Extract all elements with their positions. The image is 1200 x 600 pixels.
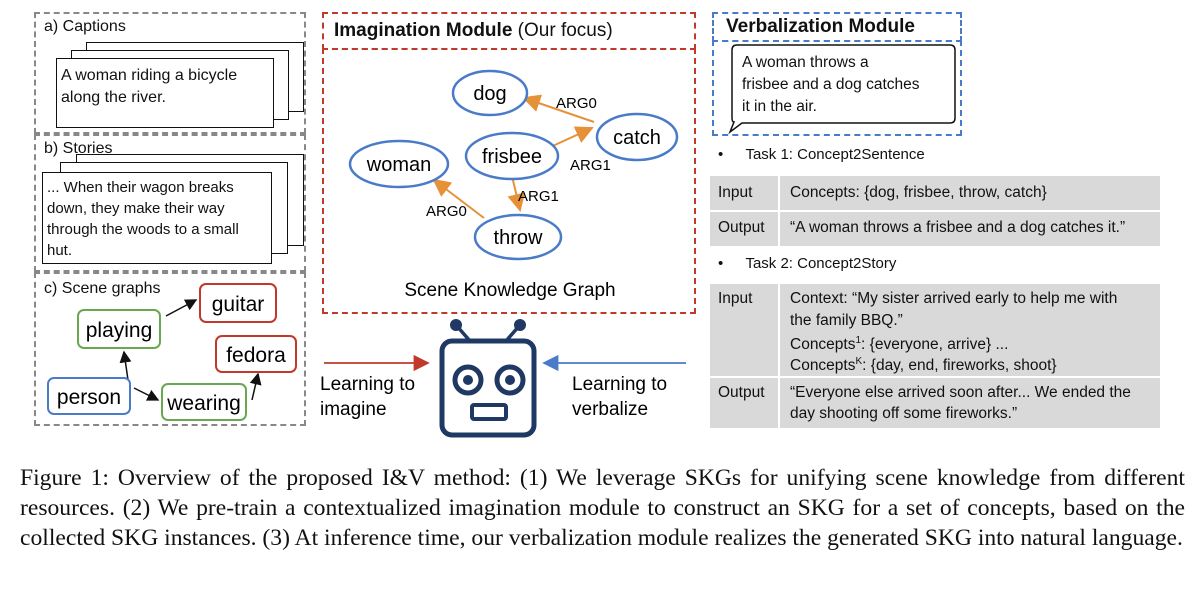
figure-caption: Figure 1: Overview of the proposed I&V m… — [20, 465, 1185, 551]
imagination-module-title: Imagination Module (Our focus) — [334, 20, 613, 42]
edge-frisbee-throw-label: ARG1 — [518, 188, 559, 205]
concepts1-rest: : {everyone, arrive} ... — [861, 336, 1009, 354]
caption-text-line-1: A woman riding a bicycle — [61, 67, 238, 84]
scene-knowledge-graph-label: Scene Knowledge Graph — [404, 280, 615, 301]
robot-icon — [439, 319, 537, 438]
node-guitar-label: guitar — [212, 293, 265, 316]
task2-context-line-1: Context: “My sister arrived early to hel… — [790, 290, 1118, 307]
task2-table: Input Context: “My sister arrived early … — [710, 284, 1160, 428]
concepts1-prefix: Concepts — [790, 336, 856, 354]
verbalization-module-title: Verbalization Module — [726, 16, 915, 37]
speech-line-2: frisbee and a dog catches — [742, 76, 920, 93]
node-guitar — [199, 283, 277, 323]
conceptsk-prefix: Concepts — [790, 357, 856, 375]
task1-input-value: Concepts: {dog, frisbee, throw, catch} — [790, 184, 1047, 201]
imagination-module-title-rest: (Our focus) — [512, 20, 613, 41]
task1-bullet: • — [718, 146, 724, 163]
node-wearing-label: wearing — [166, 392, 241, 415]
node-woman-label: woman — [366, 154, 431, 176]
node-catch-label: catch — [613, 127, 661, 149]
node-fedora-label: fedora — [226, 344, 286, 367]
task1-output-value: “A woman throws a frisbee and a dog catc… — [790, 219, 1126, 236]
node-dog-label: dog — [473, 83, 506, 105]
edge-wearing-fedora — [249, 372, 262, 401]
caption-paper-front: A woman riding a bicycle along the river… — [56, 58, 274, 128]
captions-panel: a) Captions A woman riding a bicycle alo… — [34, 12, 306, 134]
node-fedora — [215, 335, 297, 373]
story-text-line-2: down, they make their way — [47, 200, 225, 217]
story-text-line-4: hut. — [47, 242, 73, 259]
node-dog — [451, 69, 529, 117]
edge-person-wearing — [133, 387, 160, 401]
node-frisbee — [464, 131, 560, 181]
captions-panel-label: a) Captions — [44, 18, 126, 35]
imagination-module-panel: ARG0 ARG1 ARG1 ARG0 dog catch frisbee wo… — [322, 48, 696, 314]
task2-title: Task 2: Concept2Story — [745, 255, 897, 272]
task1-table: Input Concepts: {dog, frisbee, throw, ca… — [710, 176, 1160, 246]
task2-context-line-2: the family BBQ.” — [790, 312, 903, 329]
scene-graphs-panel: c) Scene graphs guitar playing fedora pe… — [34, 272, 306, 426]
concepts1-sup: 1 — [855, 335, 862, 346]
verbalize-label-line-1: Learning to — [572, 374, 667, 395]
node-playing-label: playing — [86, 319, 153, 342]
task2-output-line-1: “Everyone else arrived soon after... We … — [790, 384, 1131, 401]
verbalize-label-line-2: verbalize — [572, 399, 648, 420]
node-throw — [473, 213, 563, 261]
speech-bubble — [728, 44, 956, 134]
speech-line-1: A woman throws a — [742, 54, 869, 71]
imagination-module-title-box: Imagination Module (Our focus) — [322, 12, 696, 50]
node-person-label: person — [57, 386, 121, 409]
task2-output-label: Output — [718, 384, 765, 401]
edge-throw-woman-label: ARG0 — [426, 203, 467, 220]
edge-frisbee-throw — [507, 175, 526, 212]
imagine-label-line-1: Learning to — [320, 374, 415, 395]
scene-graph-diagram: guitar playing fedora person wearing — [47, 283, 297, 421]
story-text-line-1: ... When their wagon breaks — [47, 179, 234, 196]
conceptsk-sup: K — [855, 356, 863, 367]
node-wearing — [161, 383, 247, 421]
node-playing — [77, 309, 161, 349]
speech-bubble-text: A woman throws a frisbee and a dog catch… — [742, 52, 920, 118]
node-throw-label: throw — [494, 227, 543, 249]
task1-heading: • Task 1: Concept2Sentence — [718, 146, 925, 163]
task2-heading: • Task 2: Concept2Story — [718, 255, 896, 272]
edge-throw-woman — [432, 178, 485, 219]
task1-output-label: Output — [718, 219, 765, 236]
verbalization-module-title-box: Verbalization Module — [712, 12, 962, 42]
task2-concepts-last: ConceptsK: {day, end, fireworks, shoot} — [790, 351, 1057, 377]
stories-panel: b) Stories ... When their wagon breaks d… — [34, 134, 306, 272]
verbalization-module-panel: A woman throws a frisbee and a dog catch… — [712, 40, 962, 136]
stories-panel-label: b) Stories — [44, 140, 113, 157]
caption-text-line-2: along the river. — [61, 89, 166, 106]
task2-concepts-first: Concepts1: {everyone, arrive} ... — [790, 330, 1008, 356]
conceptsk-rest: : {day, end, fireworks, shoot} — [862, 357, 1057, 375]
node-catch — [595, 112, 679, 162]
edge-frisbee-catch-label: ARG1 — [570, 157, 611, 174]
edge-catch-dog — [522, 94, 595, 123]
task2-input-label: Input — [718, 290, 753, 307]
node-frisbee-label: frisbee — [482, 146, 542, 168]
scene-knowledge-graph: ARG0 ARG1 ARG1 ARG0 dog catch frisbee wo… — [348, 69, 679, 301]
task1-input-label: Input — [718, 184, 753, 201]
edge-person-playing — [119, 350, 132, 381]
edge-playing-guitar — [165, 299, 198, 317]
node-woman — [348, 139, 450, 189]
scene-graphs-panel-label: c) Scene graphs — [44, 280, 161, 297]
story-paper-front: ... When their wagon breaks down, they m… — [42, 172, 272, 264]
imagine-label-line-2: imagine — [320, 399, 387, 420]
node-person — [47, 377, 131, 415]
imagination-module-title-bold: Imagination Module — [334, 20, 513, 41]
task2-bullet: • — [718, 255, 724, 272]
speech-line-3: it in the air. — [742, 98, 817, 115]
story-text-line-3: through the woods to a small — [47, 221, 239, 238]
task2-output-line-2: day shooting off some fireworks.” — [790, 405, 1018, 422]
robot-area: Learning to imagine Learning to verbaliz… — [320, 319, 686, 438]
edge-catch-dog-label: ARG0 — [556, 95, 597, 112]
task1-title: Task 1: Concept2Sentence — [745, 146, 925, 163]
